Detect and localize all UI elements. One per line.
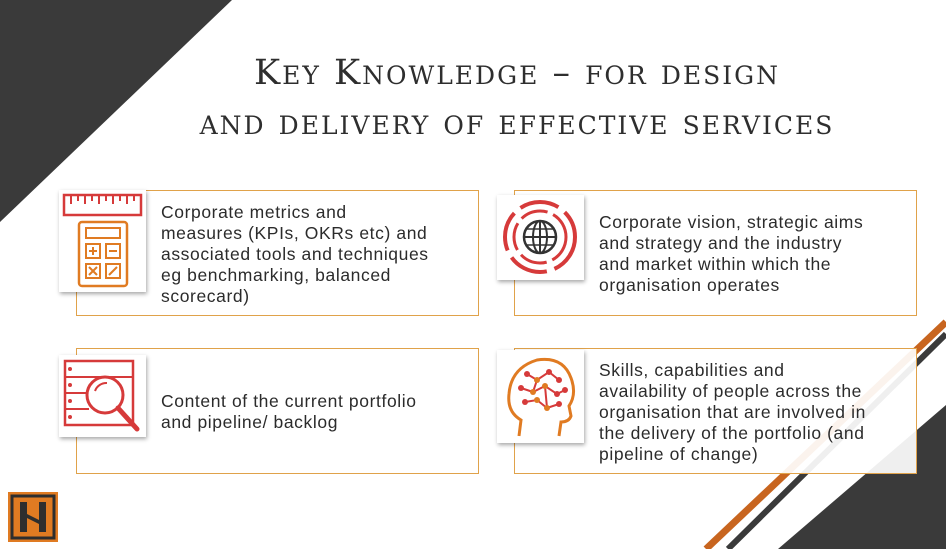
card-metrics-text: Corporate metrics and measures (KPIs, OK… — [161, 202, 429, 306]
slide-title: Key Knowledge – for design and delivery … — [100, 48, 934, 148]
h-logo-icon — [8, 492, 58, 542]
card-vision-text: Corporate vision, strategic aims and str… — [599, 212, 864, 295]
card-portfolio-text: Content of the current portfolio and pip… — [161, 391, 417, 432]
title-line-2: and delivery of effective services — [199, 103, 835, 143]
card-skills-text: Skills, capabilities and availability of… — [599, 360, 866, 464]
globe-target-icon — [497, 195, 584, 280]
calculator-ruler-icon — [59, 190, 146, 292]
top-left-dark-triangle — [0, 0, 232, 222]
brain-head-icon — [497, 350, 584, 443]
title-line-1: Key Knowledge – for design — [253, 53, 781, 93]
magnifier-list-icon — [59, 355, 146, 437]
